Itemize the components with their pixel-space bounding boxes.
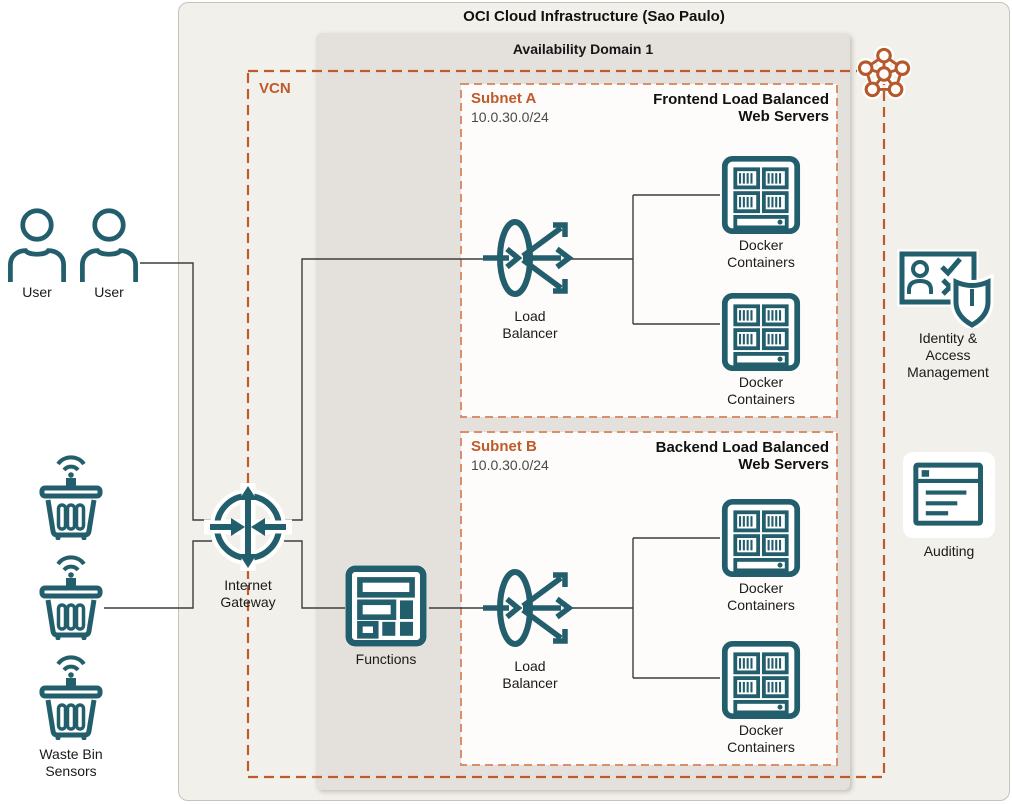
docker-label: Docker Containers bbox=[727, 580, 795, 614]
node-functions: Functions bbox=[337, 565, 435, 668]
user-label: User bbox=[22, 284, 52, 300]
node-load-balancer-b: Load Balancer bbox=[483, 566, 577, 692]
auditing-icon bbox=[913, 462, 983, 526]
identity-access-management-icon bbox=[897, 249, 994, 328]
docker-label-line2: Containers bbox=[727, 254, 795, 270]
availability-domain-title: Availability Domain 1 bbox=[512, 41, 654, 57]
docker-label-line1: Docker bbox=[738, 374, 784, 390]
docker-label-line2: Containers bbox=[727, 597, 795, 613]
subnet-b-cidr: 10.0.30.0/24 bbox=[471, 457, 549, 473]
user-label: User bbox=[94, 284, 124, 300]
iam-label-line1: Identity & bbox=[918, 330, 978, 346]
docker-label-line2: Containers bbox=[727, 739, 795, 755]
node-docker-b2: Docker Containers bbox=[711, 640, 811, 756]
docker-containers-icon bbox=[721, 640, 801, 720]
node-identity-access-management: Identity & Access Management bbox=[888, 236, 1008, 381]
waste-bin-label-line1: Waste Bin bbox=[39, 746, 103, 762]
connector-gateway-to-lb-a bbox=[284, 258, 484, 521]
docker-containers-icon bbox=[721, 155, 801, 235]
load-balancer-label-line2: Balancer bbox=[502, 325, 558, 341]
node-load-balancer-a: Load Balancer bbox=[483, 216, 577, 342]
docker-label-line1: Docker bbox=[738, 722, 784, 738]
functions-icon bbox=[345, 565, 427, 647]
waste-bin-icon bbox=[39, 655, 103, 740]
connector-user-to-gateway bbox=[140, 262, 212, 521]
iam-label-line3: Management bbox=[907, 364, 989, 380]
waste-bin-icon bbox=[39, 555, 103, 640]
node-docker-a1: Docker Containers bbox=[711, 155, 811, 271]
subnet-b-title-line1: Backend Load Balanced bbox=[655, 439, 829, 456]
auditing-label: Auditing bbox=[923, 543, 975, 559]
region-title: OCI Cloud Infrastructure (Sao Paulo) bbox=[463, 8, 725, 25]
node-vcn bbox=[857, 46, 911, 100]
node-user-2: User bbox=[78, 206, 140, 301]
internet-gateway-label: Internet Gateway bbox=[220, 577, 275, 611]
load-balancer-label: Load Balancer bbox=[502, 658, 557, 692]
docker-label-line1: Docker bbox=[738, 580, 784, 596]
node-user-1: User bbox=[6, 206, 68, 301]
vcn-label: VCN bbox=[259, 80, 291, 97]
subnet-b-name: Subnet B bbox=[471, 438, 537, 455]
subnet-b-title-line2: Web Servers bbox=[738, 456, 829, 473]
docker-label: Docker Containers bbox=[727, 237, 795, 271]
subnet-a-cidr: 10.0.30.0/24 bbox=[471, 109, 549, 125]
vcn-icon bbox=[857, 46, 911, 100]
subnet-a-title-line2: Web Servers bbox=[738, 108, 829, 125]
load-balancer-icon bbox=[483, 569, 574, 647]
user-icon bbox=[8, 208, 66, 282]
docker-label: Docker Containers bbox=[727, 722, 795, 756]
auditing-icon-plate bbox=[903, 452, 995, 538]
docker-label-line1: Docker bbox=[738, 237, 784, 253]
load-balancer-label: Load Balancer bbox=[502, 308, 557, 342]
iam-label-line2: Access bbox=[925, 347, 971, 363]
waste-bin-sensors-label: Waste Bin Sensors bbox=[39, 746, 102, 780]
node-auditing: Auditing bbox=[893, 452, 1005, 560]
subnet-a-name: Subnet A bbox=[471, 90, 537, 107]
waste-bin-label-line2: Sensors bbox=[45, 763, 97, 779]
connector-lb-b-to-docker bbox=[571, 537, 720, 679]
load-balancer-label-line1: Load bbox=[514, 658, 546, 674]
subnet-a-title-line1: Frontend Load Balanced bbox=[653, 91, 829, 108]
connector-gateway-to-functions bbox=[284, 540, 345, 609]
node-internet-gateway: Internet Gateway bbox=[200, 479, 296, 611]
functions-label: Functions bbox=[355, 651, 417, 667]
internet-gateway-label-line2: Gateway bbox=[220, 594, 276, 610]
load-balancer-label-line1: Load bbox=[514, 308, 546, 324]
internet-gateway-label-line1: Internet bbox=[224, 577, 272, 593]
waste-bin-icon bbox=[39, 455, 103, 540]
iam-label: Identity & Access Management bbox=[907, 330, 989, 381]
connector-lb-a-to-docker bbox=[571, 194, 720, 325]
load-balancer-icon bbox=[483, 219, 574, 297]
docker-containers-icon bbox=[721, 498, 801, 578]
internet-gateway-icon bbox=[204, 483, 292, 571]
docker-label: Docker Containers bbox=[727, 374, 795, 408]
docker-label-line2: Containers bbox=[727, 391, 795, 407]
node-docker-a2: Docker Containers bbox=[711, 292, 811, 408]
node-docker-b1: Docker Containers bbox=[711, 498, 811, 614]
load-balancer-label-line2: Balancer bbox=[502, 675, 558, 691]
docker-containers-icon bbox=[721, 292, 801, 372]
subnet-b-title: Backend Load Balanced Web Servers bbox=[637, 439, 829, 473]
user-icon bbox=[80, 208, 138, 282]
node-waste-bin-sensors: Waste Bin Sensors bbox=[16, 444, 126, 780]
connector-bins-to-gateway bbox=[104, 540, 212, 609]
subnet-a-title: Frontend Load Balanced Web Servers bbox=[637, 91, 829, 125]
